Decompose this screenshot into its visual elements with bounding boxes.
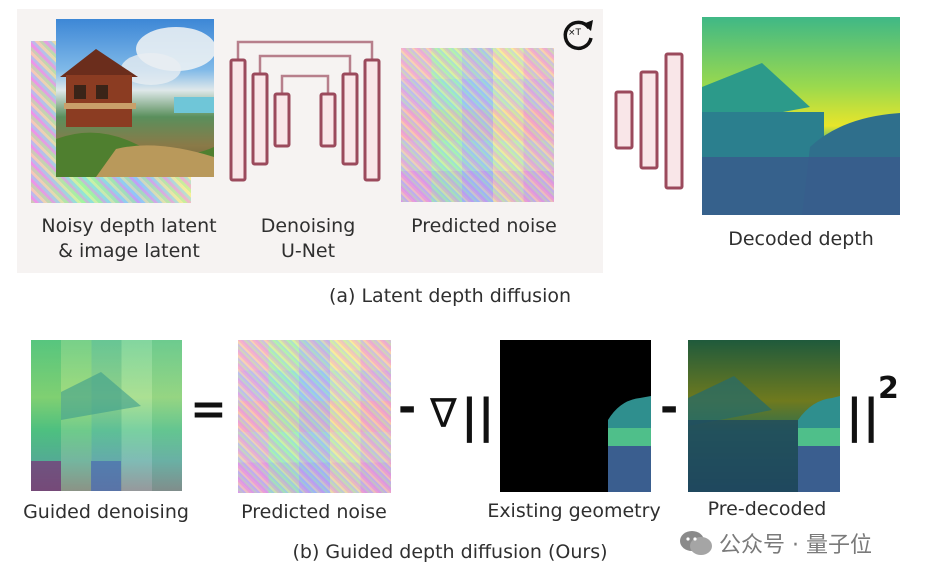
decoded-depth-image — [702, 17, 900, 215]
pre-decoded-label: Pre-decoded — [707, 498, 827, 520]
squared-exponent: 2 — [878, 371, 899, 406]
equals-sign: = — [190, 384, 227, 435]
repeat-count-badge: ×T — [568, 28, 582, 38]
panel-a-caption: (a) Latent depth diffusion — [328, 285, 572, 307]
existing-geometry-label: Existing geometry — [487, 500, 661, 522]
predicted-noise-label-b: Predicted noise — [241, 501, 387, 523]
unet-label: Denoising U-Net — [260, 215, 356, 262]
house-drawing — [56, 27, 214, 177]
denoising-unet-diagram — [229, 40, 381, 182]
minus-sign-1: - — [398, 382, 417, 433]
existing-geometry-image — [500, 340, 651, 492]
predicted-noise-image-a — [401, 48, 554, 202]
predicted-noise-image-b — [238, 340, 391, 493]
predicted-noise-label-a: Predicted noise — [411, 215, 557, 237]
noisy-latent-label: Noisy depth latent & image latent — [41, 215, 217, 262]
wechat-logo-icon — [678, 528, 714, 558]
guided-denoising-label: Guided denoising — [23, 501, 189, 523]
minus-sign-2: - — [660, 382, 679, 433]
watermark-text: 公众号 · 量子位 — [719, 533, 872, 558]
repeat-loop-icon: ×T — [559, 18, 595, 52]
panel-b-caption: (b) Guided depth diffusion (Ours) — [292, 541, 608, 563]
pre-decoded-image — [688, 340, 840, 492]
norm-close-bars: || — [846, 389, 880, 443]
nabla-symbol: ∇ — [430, 391, 457, 437]
decoder-diagram — [614, 52, 684, 190]
norm-open-bars: || — [461, 389, 495, 443]
guided-denoising-image — [31, 340, 182, 491]
house-scene-image — [56, 19, 214, 177]
decoded-depth-label: Decoded depth — [728, 228, 874, 250]
